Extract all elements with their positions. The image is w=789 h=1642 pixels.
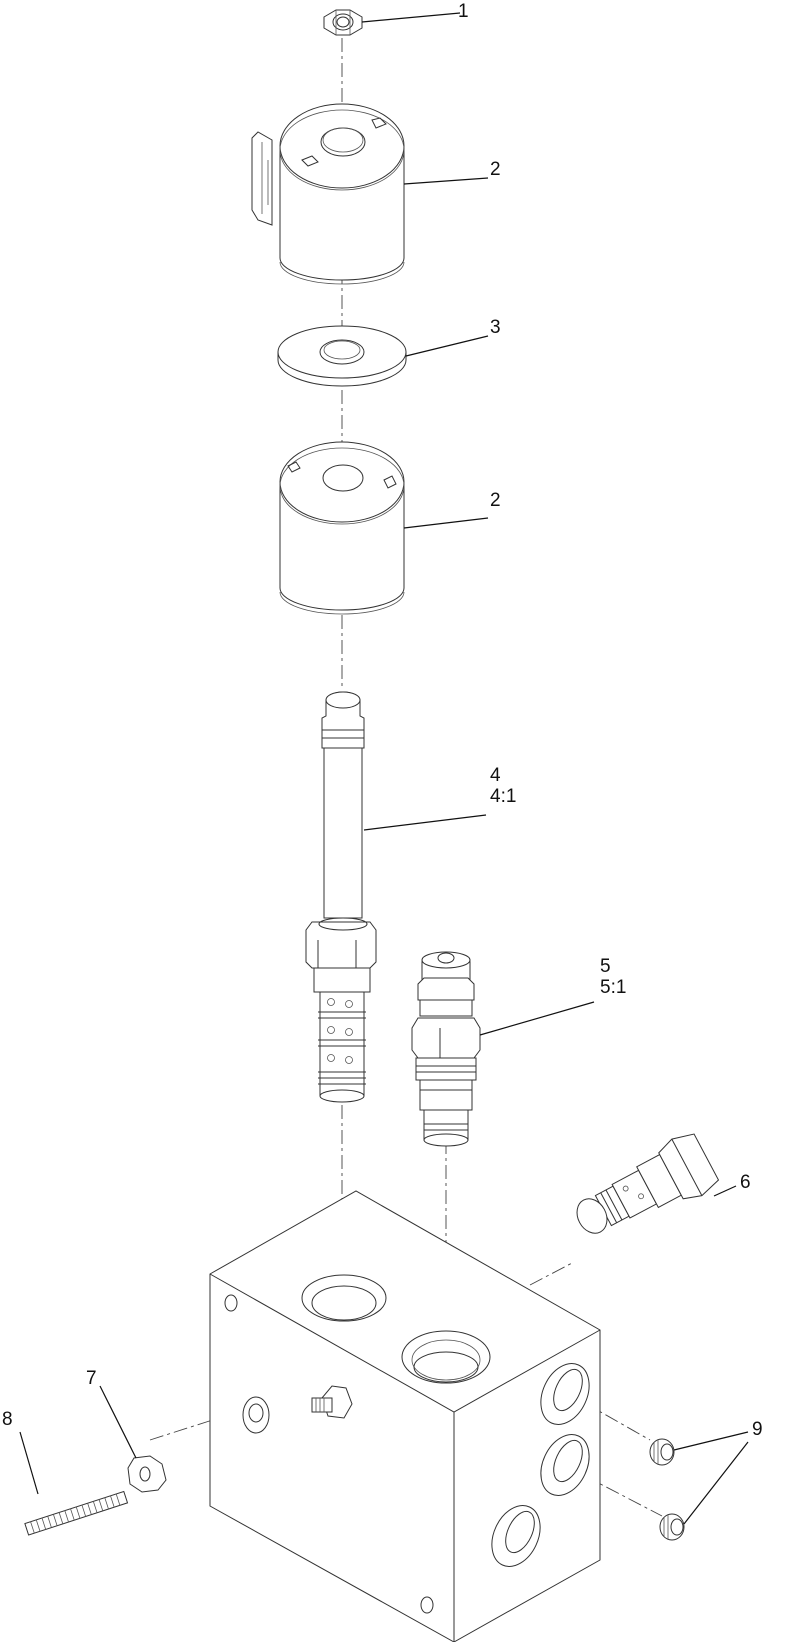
callout-5: 5	[600, 956, 611, 977]
part-5-relief-cartridge-valve	[411, 951, 481, 1147]
callout-6: 6	[740, 1172, 751, 1193]
leader-lines	[19, 12, 749, 1525]
callout-7: 7	[86, 1368, 97, 1389]
part-2-solenoid-coil-upper	[251, 103, 405, 285]
callout-9: 9	[752, 1419, 763, 1440]
part-2-solenoid-coil-lower	[279, 441, 405, 615]
callout-1: 1	[458, 1, 469, 22]
manifold-block	[209, 1190, 601, 1642]
callout-2a: 2	[490, 159, 501, 180]
part-1-nut	[323, 9, 363, 36]
part-9-plugs	[649, 1438, 685, 1541]
callout-4-sub: 4:1	[490, 786, 517, 807]
part-3-spacer-washer	[277, 325, 407, 387]
part-8-adjusting-screw	[24, 1490, 129, 1536]
callout-2b: 2	[490, 490, 501, 511]
callout-8: 8	[2, 1409, 13, 1430]
callout-4: 4	[490, 765, 501, 786]
part-6-check-cartridge-valve	[576, 1133, 720, 1234]
part-4-solenoid-cartridge-valve	[305, 691, 377, 1103]
callout-5-sub: 5:1	[600, 977, 627, 998]
callout-3: 3	[490, 317, 501, 338]
part-7-jam-nut	[127, 1455, 167, 1493]
